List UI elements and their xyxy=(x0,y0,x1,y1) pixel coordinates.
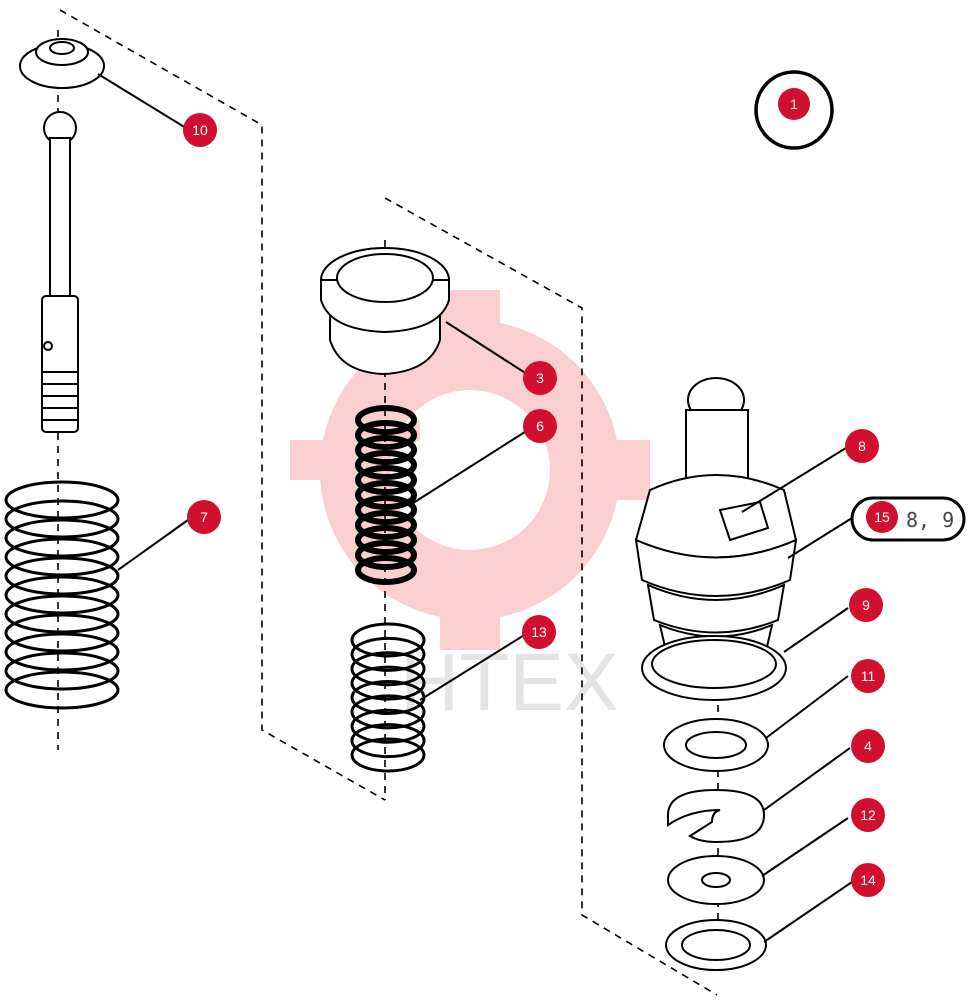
callout-9: 9 xyxy=(849,588,883,622)
leader-lines xyxy=(97,73,853,943)
part-ring xyxy=(665,919,767,971)
spring-coil xyxy=(355,405,417,435)
part-valve-stem xyxy=(41,111,79,433)
spring-coil xyxy=(4,651,120,691)
spring-coil xyxy=(4,575,120,615)
spring-coil xyxy=(350,622,426,658)
spring-coil xyxy=(350,651,426,687)
spring-coil xyxy=(355,495,417,525)
callout-11: 11 xyxy=(851,659,885,693)
spring-coil xyxy=(4,632,120,672)
callout-8: 8 xyxy=(845,429,879,463)
spring-coil xyxy=(350,737,426,773)
part-o-ring xyxy=(641,635,787,701)
spring-coil xyxy=(355,540,417,570)
spring-coil xyxy=(4,594,120,634)
spring-coil xyxy=(4,537,120,577)
spring-coil xyxy=(355,510,417,540)
callout-12: 12 xyxy=(851,798,885,832)
assembly-marker: 1 xyxy=(754,70,834,150)
svg-text:11: 11 xyxy=(861,668,876,684)
part-valve-body xyxy=(634,377,798,669)
callout-7: 7 xyxy=(187,500,221,534)
svg-text:6: 6 xyxy=(536,418,544,434)
part-medium-spring xyxy=(355,405,417,585)
watermark-text: HTEX xyxy=(400,637,619,728)
svg-text:8: 8 xyxy=(858,438,866,454)
spring-coil xyxy=(350,708,426,744)
spring-coil xyxy=(355,480,417,510)
spring-coil xyxy=(350,694,426,730)
svg-text:14: 14 xyxy=(860,872,876,888)
callout-14: 14 xyxy=(851,863,885,897)
spring-coil xyxy=(4,556,120,596)
spring-coil xyxy=(350,636,426,672)
reference-text: 8, 9 xyxy=(906,508,954,532)
reference-note[interactable]: 15 8, 9 xyxy=(850,496,966,542)
spring-coil xyxy=(350,723,426,759)
part-washer xyxy=(663,718,769,772)
svg-text:9: 9 xyxy=(862,597,870,613)
svg-text:13: 13 xyxy=(531,624,547,640)
spring-coil xyxy=(355,435,417,465)
part-cap xyxy=(19,38,105,89)
svg-text:7: 7 xyxy=(200,509,208,525)
part-bushing xyxy=(320,247,450,376)
callout-6: 6 xyxy=(523,409,557,443)
part-small-spring xyxy=(350,622,426,773)
spring-coil xyxy=(355,420,417,450)
spring-coil xyxy=(355,450,417,480)
spring-coil xyxy=(4,670,120,710)
spring-coil xyxy=(4,480,120,520)
callout-badges: 10 3 6 7 13 8 9 11 4 12 14 xyxy=(183,113,885,897)
spring-coil xyxy=(350,665,426,701)
spring-coil xyxy=(4,499,120,539)
spring-coil xyxy=(4,613,120,653)
spring-coil xyxy=(355,555,417,585)
reference-badge: 15 xyxy=(874,509,890,525)
spring-coil xyxy=(355,465,417,495)
svg-text:10: 10 xyxy=(192,122,208,138)
part-small-washer xyxy=(667,855,765,905)
callout-4: 4 xyxy=(851,729,885,763)
callout-13: 13 xyxy=(522,615,556,649)
callout-10: 10 xyxy=(183,113,217,147)
svg-text:4: 4 xyxy=(864,738,872,754)
svg-text:3: 3 xyxy=(536,370,544,386)
svg-text:12: 12 xyxy=(860,807,876,823)
assembly-marker-label: 1 xyxy=(790,96,798,112)
part-split-ring xyxy=(667,788,766,844)
callout-3: 3 xyxy=(523,361,557,395)
spring-coil xyxy=(355,525,417,555)
part-large-spring xyxy=(4,480,120,710)
spring-coil xyxy=(4,518,120,558)
